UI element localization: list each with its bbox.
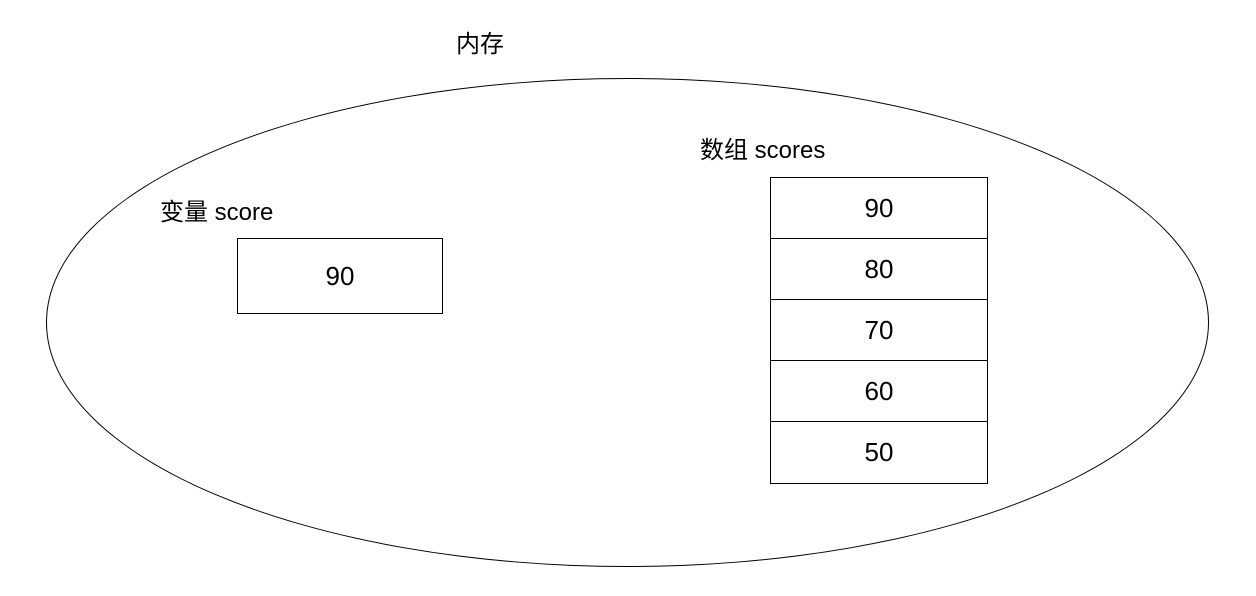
array-cell-value: 80 [864,253,894,284]
array-cell-value: 70 [864,314,894,345]
variable-score-value: 90 [325,260,355,291]
array-scores-stack: 90 80 70 60 50 [770,177,988,484]
array-cell-4: 50 [771,422,987,483]
array-scores-label: 数组 scores [700,137,826,164]
array-cell-0: 90 [771,178,987,239]
array-cell-value: 50 [864,437,894,467]
memory-ellipse [46,78,1209,567]
memory-title: 内存 [456,31,504,58]
array-cell-3: 60 [771,361,987,422]
array-cell-value: 60 [864,375,894,406]
variable-score-box: 90 [237,238,443,314]
array-cell-value: 90 [864,192,894,223]
array-cell-2: 70 [771,300,987,361]
variable-score-label: 变量 score [160,199,274,226]
array-cell-1: 80 [771,239,987,300]
